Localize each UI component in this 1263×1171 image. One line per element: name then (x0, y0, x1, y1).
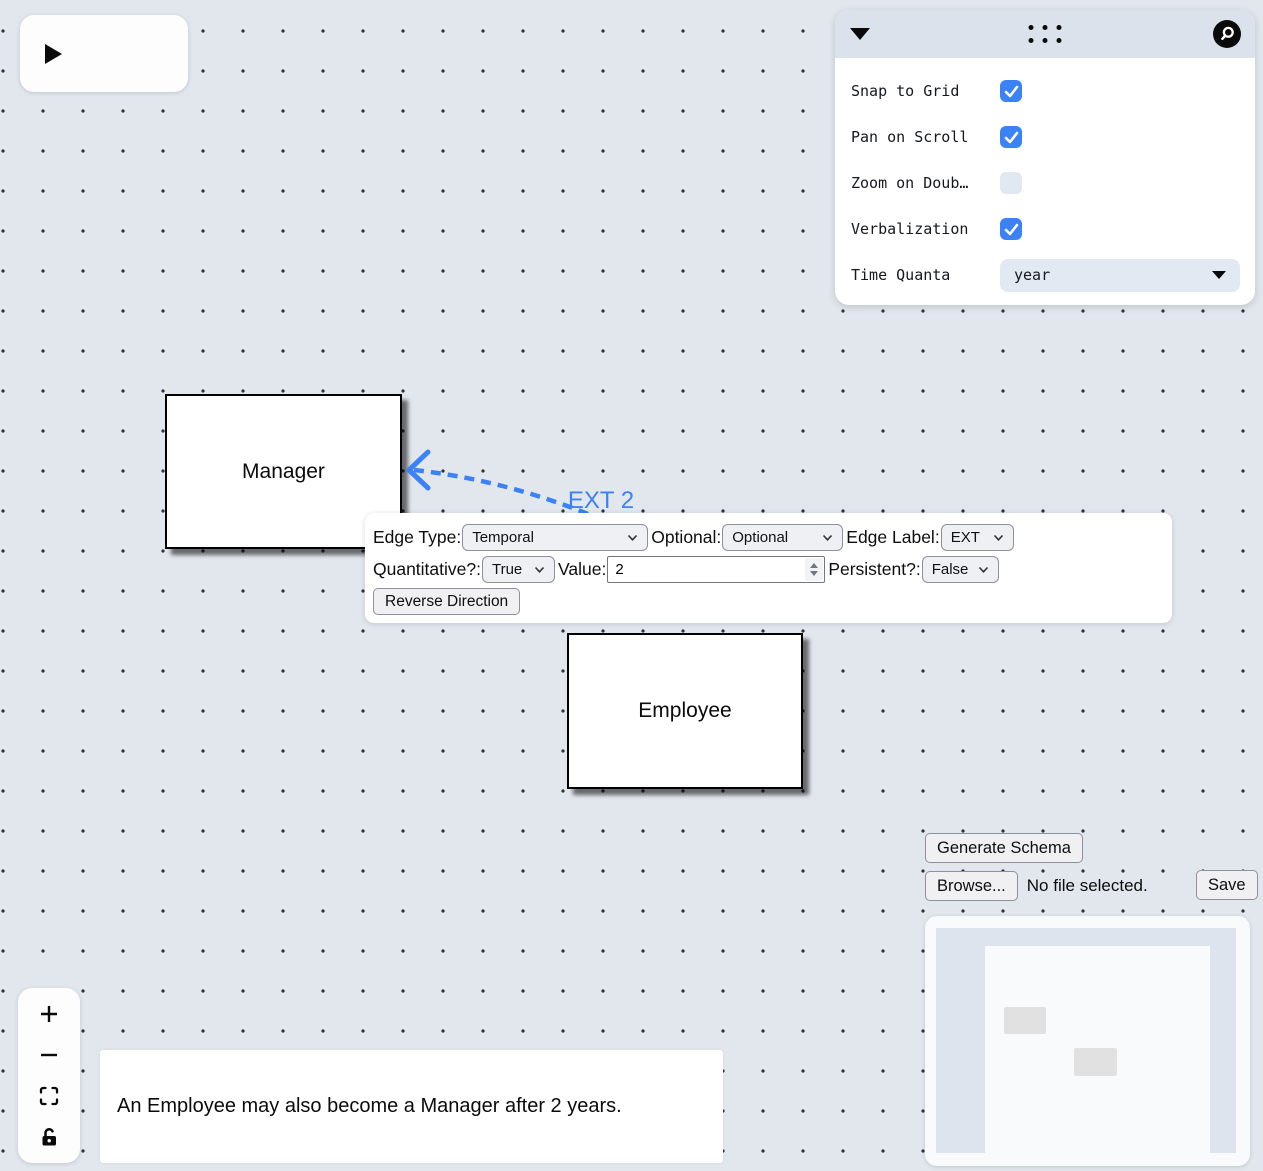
collapse-caret-icon[interactable] (850, 28, 870, 40)
optional-label: Optional: (651, 527, 722, 547)
persistent-label: Persistent?: (828, 559, 921, 579)
verbalization-checkbox[interactable] (1000, 218, 1022, 240)
snap-to-grid-label: Snap to Grid (851, 82, 960, 100)
fit-view-icon (39, 1086, 59, 1106)
setting-row-verbalization: Verbalization (835, 206, 1255, 252)
verbalization-box: An Employee may also become a Manager af… (100, 1050, 723, 1163)
lock-toggle-button[interactable] (27, 1118, 71, 1156)
zoom-in-button[interactable] (27, 995, 71, 1033)
number-spinner[interactable] (805, 558, 824, 581)
generate-schema-button[interactable]: Generate Schema (925, 833, 1083, 863)
edge-type-select[interactable]: Temporal (462, 524, 649, 551)
verbalization-text: An Employee may also become a Manager af… (117, 1095, 622, 1117)
checkmark-icon (1004, 85, 1018, 97)
node-manager[interactable]: Manager (165, 394, 402, 549)
edge-label-text[interactable]: EXT 2 (568, 487, 634, 514)
quantitative-label: Quantitative?: (373, 559, 481, 579)
minimap[interactable] (925, 916, 1250, 1166)
browse-button[interactable]: Browse... (925, 871, 1018, 901)
zoom-out-button[interactable] (27, 1036, 71, 1074)
edge-arrowhead (406, 449, 431, 491)
verbalization-label: Verbalization (851, 220, 969, 238)
settings-panel: Snap to Grid Pan on Scroll Zoom on Doub…… (835, 10, 1255, 305)
quantitative-select[interactable]: True (481, 556, 555, 583)
settings-panel-header (835, 10, 1255, 58)
edge-label-select[interactable]: EXT (940, 524, 1014, 551)
node-manager-label: Manager (242, 459, 325, 483)
collapsed-toolbar-panel (20, 15, 188, 92)
minimap-mask (936, 928, 1236, 1158)
setting-row-time-quanta: Time Quanta year (835, 252, 1255, 298)
edge-label-label: Edge Label: (846, 527, 940, 547)
chevron-down-icon (823, 534, 833, 541)
save-button[interactable]: Save (1196, 870, 1258, 900)
chevron-down-icon (978, 566, 988, 573)
file-input-row: Browse... No file selected. (925, 871, 1148, 901)
setting-row-snap: Snap to Grid (835, 68, 1255, 114)
reverse-direction-button[interactable]: Reverse Direction (373, 588, 521, 615)
caret-down-icon (1212, 271, 1226, 279)
pan-on-scroll-label: Pan on Scroll (851, 128, 969, 146)
value-input-wrap (607, 556, 826, 583)
expand-panel-play-icon[interactable] (45, 43, 62, 64)
chevron-down-icon (993, 534, 1003, 541)
zoom-on-double-label: Zoom on Doub… (851, 174, 969, 192)
chevron-down-icon (534, 566, 545, 573)
optional-select[interactable]: Optional (722, 524, 844, 551)
edge-properties-panel: Edge Type: Temporal Optional: Optional E… (365, 513, 1172, 623)
zoom-on-double-checkbox[interactable] (1000, 172, 1022, 194)
fit-view-button[interactable] (27, 1077, 71, 1115)
plus-icon (41, 1006, 57, 1023)
value-label: Value: (557, 559, 607, 579)
persistent-select[interactable]: False (921, 556, 999, 583)
edge-type-label: Edge Type: (373, 527, 462, 547)
node-employee-label: Employee (638, 699, 732, 722)
node-employee[interactable]: Employee (567, 633, 803, 789)
no-file-selected-text: No file selected. (1026, 876, 1148, 895)
search-button[interactable] (1213, 20, 1241, 48)
time-quanta-select[interactable]: year (1000, 258, 1240, 292)
search-icon (1221, 26, 1234, 41)
unlock-icon (42, 1127, 56, 1146)
canvas-controls (18, 988, 80, 1163)
minus-icon (41, 1053, 57, 1057)
checkmark-icon (1004, 223, 1018, 235)
setting-row-zoom-double: Zoom on Doub… (835, 160, 1255, 206)
snap-to-grid-checkbox[interactable] (1000, 80, 1022, 102)
time-quanta-label: Time Quanta (851, 266, 951, 284)
checkmark-icon (1004, 131, 1018, 143)
pan-on-scroll-checkbox[interactable] (1000, 126, 1022, 148)
drag-handle-icon[interactable] (1028, 25, 1062, 43)
chevron-down-icon (628, 534, 638, 541)
spinner-down-icon[interactable] (810, 571, 819, 576)
minimap-node-employee (1074, 1048, 1117, 1076)
minimap-node-manager (1004, 1007, 1046, 1034)
value-input[interactable] (608, 557, 805, 582)
spinner-up-icon[interactable] (810, 563, 819, 568)
setting-row-pan: Pan on Scroll (835, 114, 1255, 160)
